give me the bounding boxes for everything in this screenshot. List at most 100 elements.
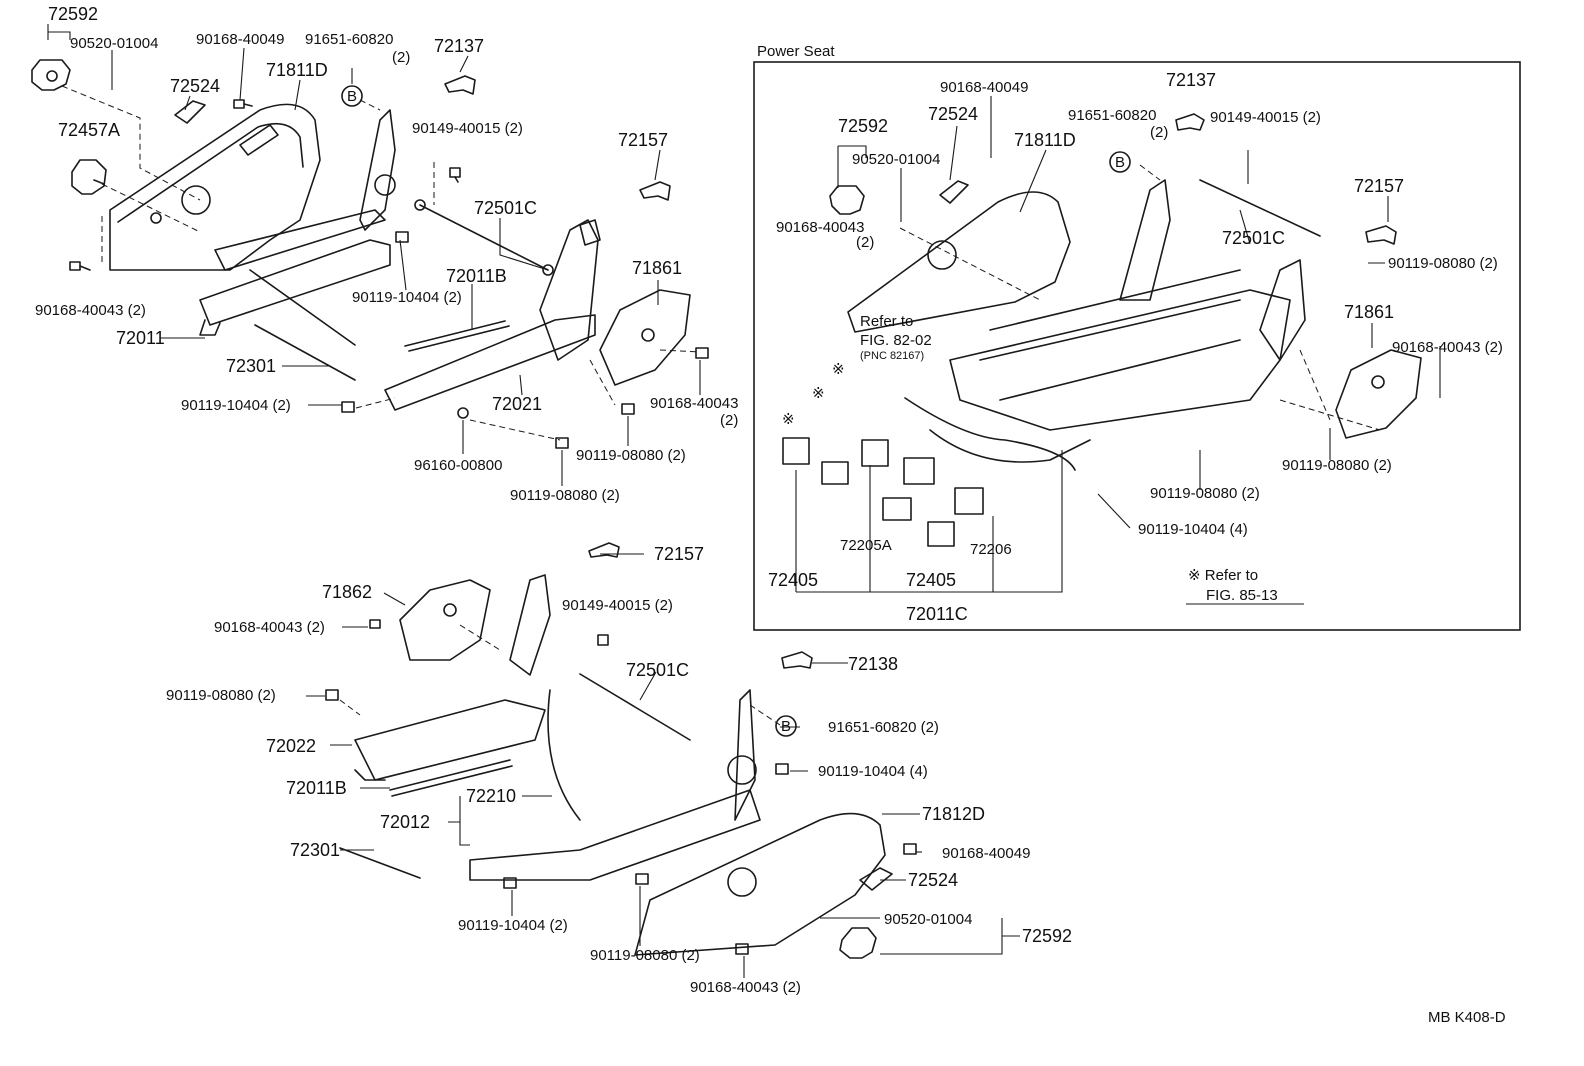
switch-72405-b — [861, 439, 889, 467]
svg-text:B: B — [781, 718, 791, 735]
label-72011: 72011 — [116, 328, 165, 348]
lower-callouts: 72157 71862 90149-40015 (2) 90168-40043 … — [166, 544, 1072, 996]
refer-fig-85-13-line2: FIG. 85-13 — [1206, 587, 1278, 604]
box-label-72592: 72592 — [838, 116, 888, 136]
lower-label-91651-60820: 91651-60820 (2) — [828, 719, 939, 736]
lower-label-90119-10404-b: 90119-10404 (2) — [458, 917, 568, 934]
clip-72524-power — [939, 180, 969, 204]
power-seat-title: Power Seat — [757, 43, 835, 60]
label-90520-01004: 90520-01004 — [70, 35, 158, 52]
cover-72157-lower — [588, 542, 620, 558]
box-label-90119-10404: 90119-10404 (4) — [1138, 521, 1248, 538]
box-label-91651-60820: 91651-60820 — [1068, 107, 1156, 124]
label-72137: 72137 — [434, 36, 484, 56]
label-90168-40043-b: 90168-40043 — [650, 395, 738, 412]
bolt-90168-40043-b — [695, 347, 709, 359]
label-72592: 72592 — [48, 4, 98, 24]
lower-label-72022: 72022 — [266, 736, 316, 756]
lower-label-90168-40043-b: 90168-40043 (2) — [690, 979, 801, 996]
power-frame — [949, 289, 1291, 431]
cover-71811d-power — [847, 191, 1071, 333]
lower-label-90520-01004: 90520-01004 — [884, 911, 972, 928]
motor-72206 — [903, 457, 935, 485]
cover-72138 — [781, 651, 813, 669]
box-label-qty: (2) — [1150, 124, 1168, 141]
b-marker-left: B — [341, 85, 363, 107]
lower-label-90119-08080: 90119-08080 (2) — [166, 687, 276, 704]
lower-label-71862: 71862 — [322, 582, 372, 602]
left-assembly-drawing — [31, 59, 709, 449]
label-90119-08080-b: 90119-08080 (2) — [510, 487, 620, 504]
rod-72501c-lower — [579, 673, 691, 741]
power-seat-box — [753, 61, 1521, 631]
label-71861: 71861 — [632, 258, 682, 278]
note-marker-1: ※ — [832, 361, 845, 378]
box-label-90168-40049: 90168-40049 — [940, 79, 1028, 96]
box-label-72206: 72206 — [970, 541, 1012, 558]
knob-72592 — [31, 59, 71, 91]
left-callouts: 72592 90520-01004 90168-40049 91651-6082… — [35, 4, 738, 504]
switch-72405-c — [927, 521, 955, 547]
shield-71862 — [399, 579, 491, 661]
svg-text:B: B — [347, 88, 357, 105]
leader-lines — [47, 24, 1441, 978]
lower-assembly-drawing — [325, 542, 917, 959]
clip-96160-00800 — [457, 407, 469, 419]
lower-label-72501c: 72501C — [626, 660, 689, 680]
box-label-90520-01004: 90520-01004 — [852, 151, 940, 168]
box-label-72205a: 72205A — [840, 537, 892, 554]
label-90168-40049: 90168-40049 — [196, 31, 284, 48]
lower-label-72592: 72592 — [1022, 926, 1072, 946]
box-label-72137: 72137 — [1166, 70, 1216, 90]
label-71811d: 71811D — [266, 60, 328, 80]
cover-72137 — [444, 75, 476, 95]
label-91651-60820: 91651-60820 — [305, 31, 393, 48]
rod-72501c-power — [1199, 179, 1321, 237]
lower-label-90168-40049: 90168-40049 — [942, 845, 1030, 862]
box-label-90119-08080: 90119-08080 (2) — [1388, 255, 1498, 272]
spring-72011b — [404, 320, 510, 352]
lower-label-72157: 72157 — [654, 544, 704, 564]
box-label-72405: 72405 — [768, 570, 818, 590]
bolt-90119-10404 — [395, 231, 409, 243]
power-seat-drawing — [782, 113, 1422, 547]
label-90149-40015: 90149-40015 (2) — [412, 120, 523, 137]
box-label-71861: 71861 — [1344, 302, 1394, 322]
motor-72206-b — [954, 487, 984, 515]
box-label-72011c: 72011C — [906, 604, 968, 624]
label-qty: (2) — [392, 49, 410, 66]
shield-71861 — [599, 289, 691, 386]
clip-72524 — [174, 100, 206, 124]
clip-72524-lower — [859, 867, 893, 891]
box-label-qty-b: (2) — [856, 234, 874, 251]
lower-label-90149-40015: 90149-40015 (2) — [562, 597, 673, 614]
refer-fig-82-02-line2: FIG. 82-02 — [860, 332, 932, 349]
lower-label-71812d: 71812D — [922, 804, 985, 824]
label-90119-10404: 90119-10404 (2) — [352, 289, 462, 306]
track-72011 — [199, 239, 391, 326]
label-72021: 72021 — [492, 394, 542, 414]
shield-71861-power — [1335, 349, 1422, 439]
label-90168-40043: 90168-40043 (2) — [35, 302, 146, 319]
rod-72501c — [419, 204, 549, 271]
spring-72011b-lower — [389, 759, 513, 797]
recliner-plate — [359, 109, 396, 231]
refer-fig-82-02-line1: Refer to — [860, 313, 913, 330]
box-label-72501c: 72501C — [1222, 228, 1285, 248]
refer-fig-85-13-line1: ※ Refer to — [1188, 567, 1258, 584]
box-label-90168-40043-b: 90168-40043 (2) — [1392, 339, 1503, 356]
track-72021 — [384, 314, 596, 411]
bolt-90119-08080-a — [621, 403, 635, 415]
box-label-90168-40043: 90168-40043 — [776, 219, 864, 236]
harness — [904, 397, 1076, 471]
footer-code: MB K408-D — [1428, 1009, 1506, 1026]
note-marker-2: ※ — [812, 385, 825, 402]
lower-label-72524: 72524 — [908, 870, 958, 890]
label-72011b: 72011B — [446, 266, 507, 286]
motor-72205a — [882, 497, 912, 521]
knob-72457a — [71, 159, 107, 195]
cable-72301 — [254, 324, 356, 381]
label-90119-08080: 90119-08080 (2) — [576, 447, 686, 464]
note-marker-3: ※ — [782, 411, 795, 428]
